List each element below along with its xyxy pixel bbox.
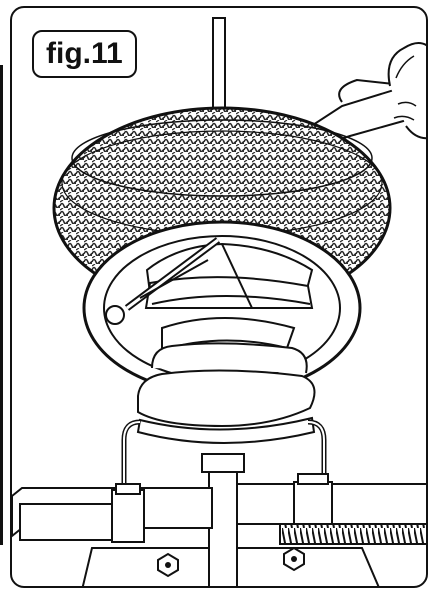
figure-frame: fig.11 xyxy=(10,6,428,588)
figure-label: fig.11 xyxy=(32,30,137,78)
left-margin-rule xyxy=(0,65,3,545)
wheel-rim xyxy=(105,237,316,444)
rim-clamps xyxy=(121,419,327,488)
tire-changer-illustration xyxy=(12,17,426,586)
clamp-arms xyxy=(12,473,426,545)
turntable-base xyxy=(81,453,380,586)
